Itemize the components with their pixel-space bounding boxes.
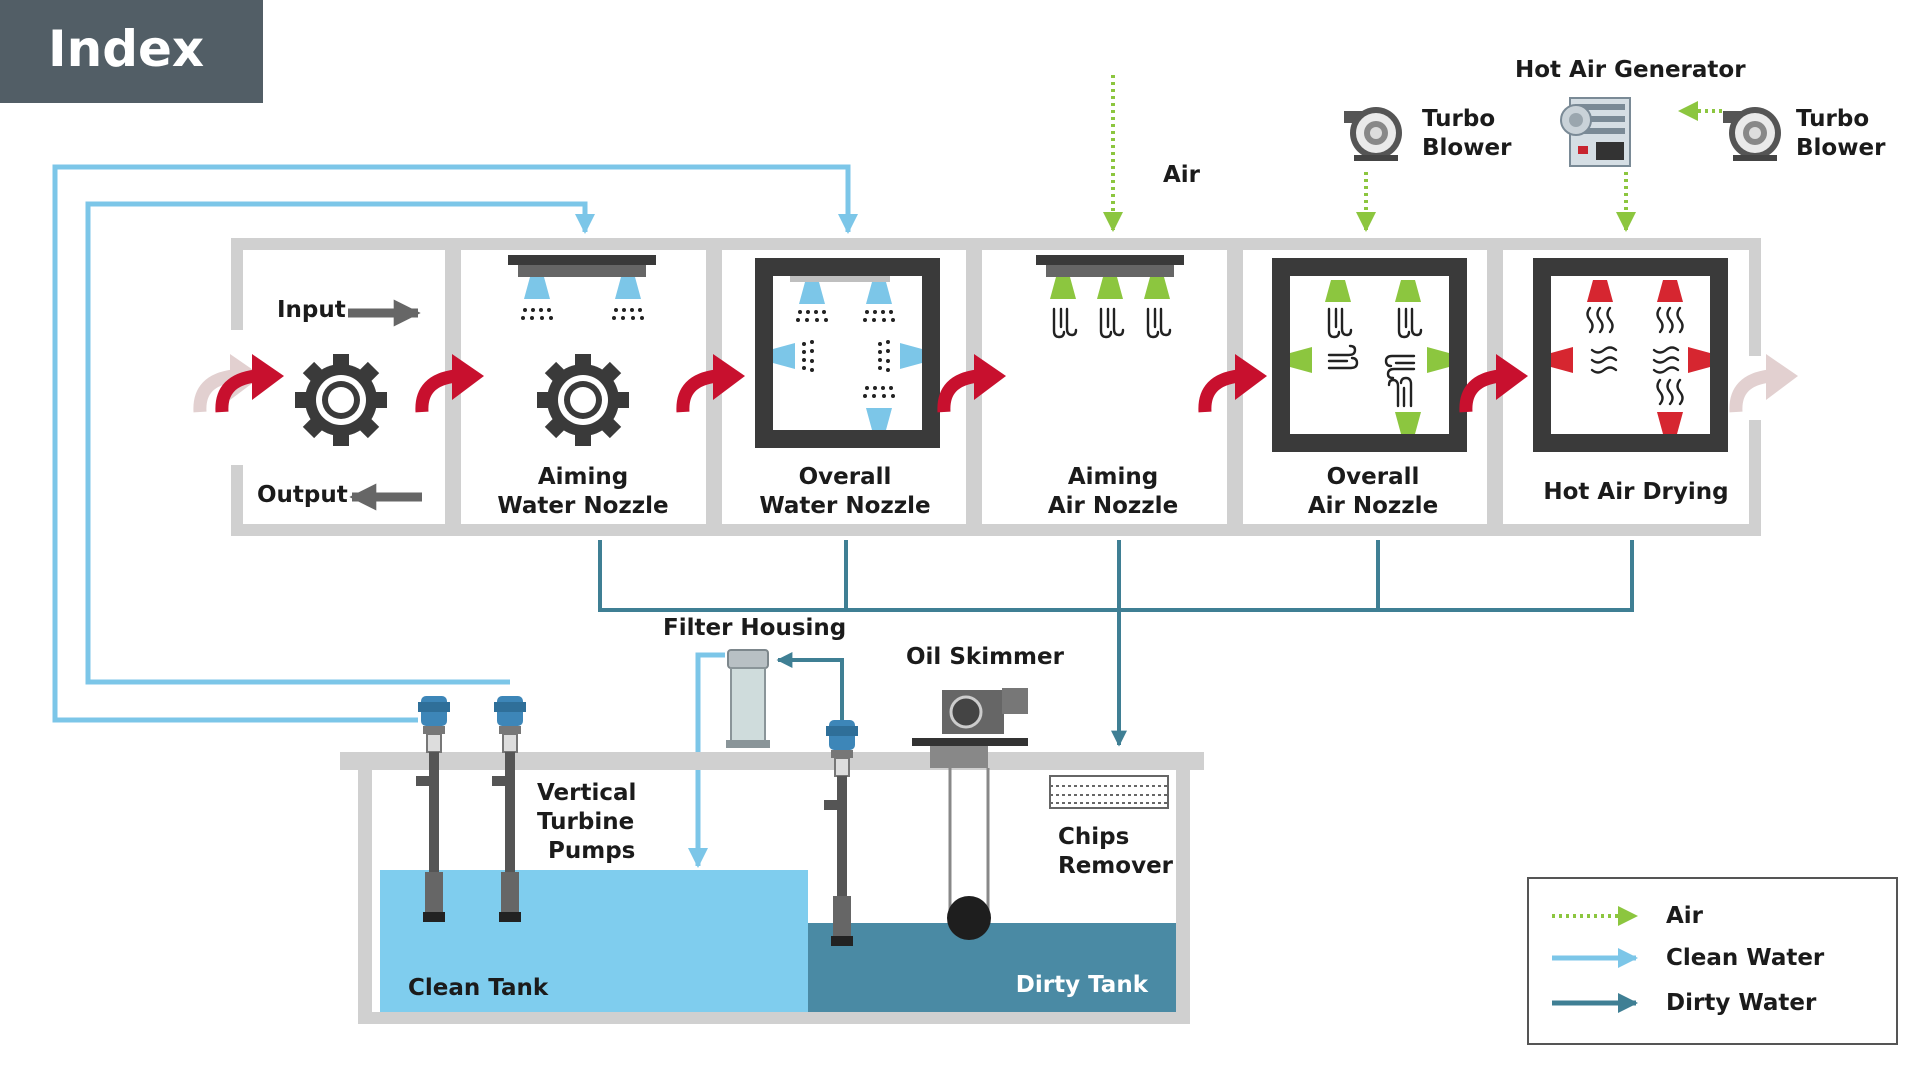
chips-remover-label-line1: Chips [1058, 824, 1129, 850]
oil-skimmer: Oil Skimmer [906, 644, 1065, 940]
vertical-turbine-pumps: Vertical Turbine Pumps [415, 695, 859, 947]
hot-air-generator-icon [1560, 97, 1631, 167]
clean-water-lines [52, 164, 858, 868]
overall-air-nozzle-stage: Overall Air Nozzle [1272, 258, 1467, 519]
legend: Air Clean Water Dirty Water [1527, 877, 1898, 1045]
chips-remover-label-line2: Remover [1058, 853, 1174, 879]
index-badge: Index [0, 0, 263, 103]
dirty-water-lines [598, 540, 1634, 747]
stage-title-line2: Water Nozzle [497, 493, 668, 519]
aiming-water-nozzle-stage: Aiming Water Nozzle [497, 255, 669, 519]
gear-icon [537, 354, 629, 446]
stage-title-line1: Overall [1327, 464, 1420, 490]
clean-tank-label: Clean Tank [408, 975, 549, 1001]
hot-air-drying-stage: Hot Air Drying [1533, 258, 1729, 505]
input-output-stage: Input Output [257, 297, 422, 511]
overall-water-nozzle-stage: Overall Water Nozzle [755, 258, 940, 519]
legend-label: Dirty Water [1666, 990, 1817, 1016]
oil-skimmer-icon [912, 688, 1028, 940]
oil-skimmer-label: Oil Skimmer [906, 644, 1065, 670]
chips-remover-icon [1049, 775, 1169, 809]
turbo-blower-icon [1344, 107, 1402, 161]
stage-title: Hot Air Drying [1543, 479, 1728, 505]
turbo-blower-2: Turbo Blower [1723, 106, 1886, 161]
turbo-blower-icon [1723, 107, 1781, 161]
turbo-blower-label-line2: Blower [1422, 135, 1512, 161]
turbo-blower-label-line1: Turbo [1422, 106, 1495, 132]
stage-title-line2: Water Nozzle [759, 493, 930, 519]
stage-title-line2: Air Nozzle [1048, 493, 1178, 519]
index-title: Index [48, 20, 205, 78]
filter-housing: Filter Housing [663, 615, 846, 748]
filter-housing-label: Filter Housing [663, 615, 846, 641]
dirty-tank-label: Dirty Tank [1016, 972, 1149, 998]
legend-item-dirty-water: Dirty Water [1552, 990, 1817, 1016]
hot-air-generator: Hot Air Generator [1515, 57, 1746, 167]
legend-item-clean-water: Clean Water [1552, 945, 1825, 971]
legend-label: Clean Water [1666, 945, 1825, 971]
input-label: Input [277, 297, 346, 323]
stage-title-line1: Aiming [1068, 464, 1158, 490]
output-label: Output [257, 482, 348, 508]
clean-tank [380, 870, 808, 1012]
exit-arrow-icon [1736, 354, 1798, 412]
stage-title-line2: Air Nozzle [1308, 493, 1438, 519]
air-label: Air [1163, 162, 1201, 188]
dirty-tank [808, 923, 1176, 1012]
air-lines [1103, 75, 1722, 232]
turbo-blower-1: Turbo Blower [1344, 106, 1512, 161]
pumps-label-line3: Pumps [548, 838, 635, 864]
legend-label: Air [1666, 903, 1704, 929]
gear-icon [295, 354, 387, 446]
pumps-label-line1: Vertical [537, 780, 636, 806]
aiming-air-nozzle-stage: Aiming Air Nozzle [1036, 255, 1184, 519]
filter-housing-icon [726, 649, 770, 748]
turbo-blower-label-line1: Turbo [1796, 106, 1869, 132]
stage-title-line1: Overall [799, 464, 892, 490]
pumps-label-line2: Turbine [537, 809, 634, 835]
chips-remover: Chips Remover [1049, 775, 1174, 879]
stage-title-line1: Aiming [538, 464, 628, 490]
turbo-blower-label-line2: Blower [1796, 135, 1886, 161]
hot-air-generator-label: Hot Air Generator [1515, 57, 1746, 83]
legend-item-air: Air [1552, 903, 1704, 929]
